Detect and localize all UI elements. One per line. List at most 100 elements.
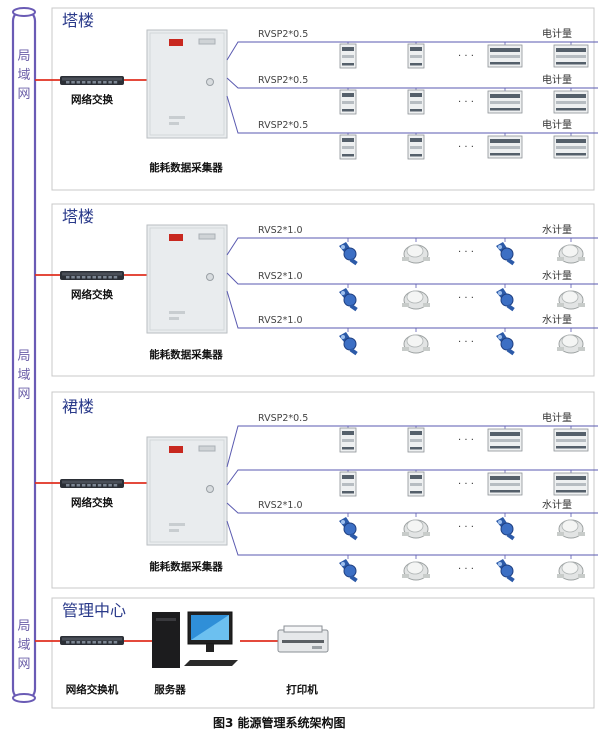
backbone-label: 域: [17, 68, 30, 83]
electric-meter-icon: [487, 472, 523, 496]
electric-meter-icon: [553, 472, 589, 496]
flow-meter-icon: [557, 244, 585, 264]
meter-type-label: 水计量: [542, 269, 572, 282]
bus-wire: [226, 41, 598, 61]
switch-label: 网络交换: [71, 288, 113, 301]
water-meter-icon: [496, 332, 515, 356]
data-collector-icon: [146, 29, 228, 139]
cable-spec-label: RVSP2*0.5: [258, 29, 308, 40]
meter-type-label: 电计量: [542, 27, 572, 40]
backbone-bottom: [12, 693, 36, 703]
ellipsis: · · ·: [458, 522, 474, 533]
water-meter-icon: [339, 517, 358, 541]
bus-line: · · ·: [226, 520, 598, 583]
electric-meter-icon: [487, 135, 523, 159]
electric-meter-icon: [407, 89, 425, 115]
meter-type-label: 电计量: [542, 73, 572, 86]
cable-spec-label: RVS2*1.0: [258, 225, 303, 236]
bus-wire: [226, 502, 598, 514]
ellipsis: · · ·: [458, 142, 474, 153]
bus-wire: [226, 77, 598, 89]
electric-meter-icon: [487, 428, 523, 452]
data-collector-icon: [146, 224, 228, 334]
flow-meter-icon: [402, 244, 430, 264]
electric-meter-icon: [407, 43, 425, 69]
electric-meter-icon: [553, 90, 589, 114]
water-meter-icon: [496, 517, 515, 541]
water-meter-icon: [339, 288, 358, 312]
electric-meter-icon: [553, 428, 589, 452]
network-switch-icon: [60, 479, 124, 488]
bus-wire: [226, 272, 598, 285]
electric-meter-icon: [339, 134, 357, 160]
switch-label: 网络交换: [71, 93, 113, 106]
water-meter-icon: [339, 332, 358, 356]
collector-label: 能耗数据采集器: [149, 348, 223, 361]
meter-type-label: 电计量: [542, 118, 572, 131]
meter-type-label: 水计量: [542, 313, 572, 326]
bus-line: · · ·: [226, 469, 598, 497]
bus-wire: [226, 95, 598, 134]
electric-meter-icon: [487, 44, 523, 68]
flow-meter-icon: [557, 519, 585, 539]
water-meter-icon: [339, 242, 358, 266]
flow-meter-icon: [402, 519, 430, 539]
water-meter-icon: [496, 242, 515, 266]
network-switch-icon: [60, 636, 124, 645]
section-title: 裙楼: [62, 397, 94, 416]
backbone-label: 域: [17, 368, 30, 383]
flow-meter-icon: [402, 290, 430, 310]
water-meter-icon: [496, 559, 515, 583]
backbone-label: 局: [17, 349, 30, 364]
flow-meter-icon: [557, 290, 585, 310]
bus-wire: [226, 425, 598, 468]
printer-label: 打印机: [286, 683, 318, 696]
figure-caption: 图3 能源管理系统架构图: [213, 715, 346, 730]
electric-meter-icon: [339, 89, 357, 115]
bus-wire: [226, 290, 598, 329]
collector-label: 能耗数据采集器: [149, 560, 223, 573]
water-meter-icon: [496, 288, 515, 312]
bus-line: RVS2*1.0 水计量 · · ·: [226, 223, 598, 266]
electric-meter-icon: [553, 135, 589, 159]
flow-meter-icon: [402, 334, 430, 354]
network-switch-icon: [60, 76, 124, 85]
cable-spec-label: RVS2*1.0: [258, 315, 303, 326]
backbone-label: 域: [17, 638, 30, 653]
electric-meter-icon: [407, 427, 425, 453]
electric-meter-icon: [487, 90, 523, 114]
electric-meter-icon: [339, 43, 357, 69]
electric-meter-icon: [339, 471, 357, 497]
management-center: 管理中心网络交换机服务器打印机: [35, 597, 595, 709]
server-icon: [152, 611, 238, 668]
meter-type-label: 电计量: [542, 411, 572, 424]
backbone-label: 网: [17, 657, 30, 672]
collector-label: 能耗数据采集器: [149, 161, 223, 174]
bus-wire: [226, 237, 598, 256]
backbone-label: 局: [17, 619, 30, 634]
water-meter-icon: [339, 559, 358, 583]
flow-meter-icon: [557, 334, 585, 354]
bus-wire: [226, 469, 598, 486]
ellipsis: · · ·: [458, 247, 474, 258]
switch-label: 网络交换机: [66, 683, 119, 696]
cable-spec-label: RVS2*1.0: [258, 271, 303, 282]
cable-spec-label: RVSP2*0.5: [258, 413, 308, 424]
electric-meter-icon: [553, 44, 589, 68]
meter-type-label: 水计量: [542, 223, 572, 236]
printer-icon: [277, 625, 329, 653]
section-frame: [51, 7, 595, 191]
section-title: 管理中心: [62, 601, 126, 620]
switch-label: 网络交换: [71, 496, 113, 509]
